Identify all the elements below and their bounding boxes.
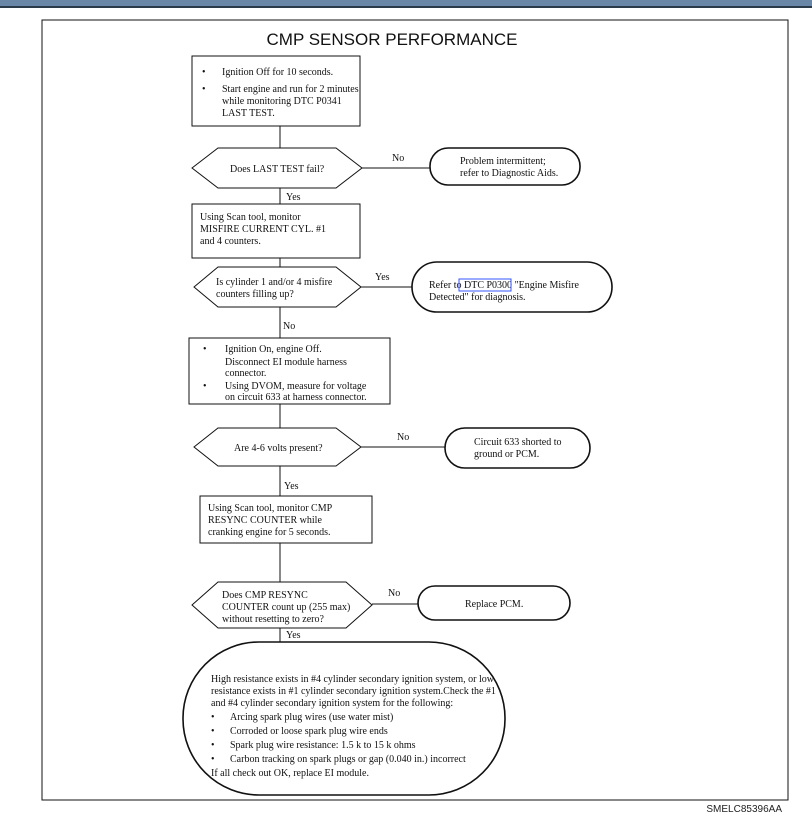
no-label: No [283,321,295,332]
svg-text:Spark plug wire resistance: 1.: Spark plug wire resistance: 1.5 k to 15 … [230,740,416,751]
svg-text:Using Scan tool, monitor: Using Scan tool, monitor [200,212,301,223]
step-box-1 [191,55,361,127]
svg-text:High resistance exists in #4 c: High resistance exists in #4 cylinder se… [211,674,495,685]
decision-1-text: Does LAST TEST fail? [230,164,325,175]
svg-text:•: • [203,344,207,355]
svg-text:•: • [202,84,206,95]
svg-text:•: • [211,754,215,765]
svg-text:Problem intermittent;: Problem intermittent; [460,156,546,167]
result-oval-2 [411,261,613,313]
svg-text:Arcing spark plug wires (use w: Arcing spark plug wires (use water mist) [230,712,393,723]
svg-text:Using Scan tool, monitor CMP: Using Scan tool, monitor CMP [208,503,333,514]
svg-text:and #4 cylinder secondary igni: and #4 cylinder secondary ignition syste… [211,698,453,709]
svg-text:refer to Diagnostic Aids.: refer to Diagnostic Aids. [460,168,558,179]
svg-text:Circuit 633 shorted to: Circuit 633 shorted to [474,437,562,448]
svg-text:•: • [203,381,207,392]
svg-text:cranking engine for 5 seconds.: cranking engine for 5 seconds. [208,527,330,538]
svg-text:Start engine and run for 2 min: Start engine and run for 2 minutes [222,84,359,95]
svg-text:RESYNC COUNTER while: RESYNC COUNTER while [208,515,322,526]
svg-text:If all check out OK, replace E: If all check out OK, replace EI module. [211,768,369,779]
svg-text:•: • [211,712,215,723]
viewer-title-bar [0,0,812,8]
svg-text:Corroded or loose spark plug w: Corroded or loose spark plug wire ends [230,726,388,737]
svg-text:Does CMP RESYNC: Does CMP RESYNC [222,590,308,601]
no-label: No [397,432,409,443]
svg-text:on circuit 633 at harness conn: on circuit 633 at harness connector. [225,392,367,403]
result-oval-4 [417,585,571,621]
step-box-2 [191,203,361,259]
svg-text:Using DVOM, measure for voltag: Using DVOM, measure for voltage [225,381,367,392]
svg-text:Replace PCM.: Replace PCM. [465,599,523,610]
svg-text:while monitoring DTC P0341: while monitoring DTC P0341 [222,96,342,107]
svg-text:Ignition On, engine Off.: Ignition On, engine Off. [225,344,322,355]
yes-label: Yes [375,272,390,283]
yes-label: Yes [286,192,301,203]
result-oval-1 [429,147,581,186]
svg-text:Ignition Off for 10 seconds.: Ignition Off for 10 seconds. [222,67,333,78]
svg-text:MISFIRE CURRENT CYL. #1: MISFIRE CURRENT CYL. #1 [200,224,326,235]
svg-text:Are 4-6 volts present?: Are 4-6 volts present? [234,443,323,454]
decision-1 [191,147,363,189]
svg-text:Detected" for diagnosis.: Detected" for diagnosis. [429,292,526,303]
final-result-oval [182,641,506,796]
no-label: No [392,153,404,164]
svg-text:LAST TEST.: LAST TEST. [222,108,275,119]
svg-text:Carbon tracking on spark plugs: Carbon tracking on spark plugs or gap (0… [230,754,466,765]
step-box-4 [199,495,373,544]
decision-4 [191,581,373,629]
no-label: No [388,588,400,599]
svg-text:Is cylinder 1 and/or 4 misfire: Is cylinder 1 and/or 4 misfire [216,277,333,288]
yes-label: Yes [284,481,299,492]
step-box-1-text: • Ignition Off for 10 seconds. • Start eng… [202,67,359,119]
page-title: CMP SENSOR PERFORMANCE [267,30,518,49]
decision-3 [193,427,362,467]
svg-text:•: • [211,726,215,737]
yes-label: Yes [286,630,301,641]
final-result-text: High resistance exists in #4 cylinder se… [211,674,496,779]
svg-text:connector.: connector. [225,368,266,379]
svg-text:and 4 counters.: and 4 counters. [200,236,261,247]
svg-text:Refer to DTC P0300 "Engine Mis: Refer to DTC P0300 "Engine Misfire [429,280,579,291]
svg-text:without resetting to zero?: without resetting to zero? [222,614,324,625]
svg-text:•: • [202,67,206,78]
svg-text:COUNTER count up (255 max): COUNTER count up (255 max) [222,602,350,613]
result-oval-3 [444,427,591,469]
svg-text:resistance exists in #1 cylind: resistance exists in #1 cylinder seconda… [211,686,496,697]
dtc-p0300-link[interactable]: DTC P0300 [464,280,512,291]
page-frame [41,19,789,801]
link-highlight [458,278,512,292]
svg-text:Disconnect EI module harness: Disconnect EI module harness [225,357,347,368]
svg-text:ground or PCM.: ground or PCM. [474,449,539,460]
svg-text:counters filling up?: counters filling up? [216,289,294,300]
figure-code: SMELC85396AA [706,804,782,815]
svg-text:•: • [211,740,215,751]
step-box-3 [188,337,391,405]
decision-2 [193,266,362,308]
